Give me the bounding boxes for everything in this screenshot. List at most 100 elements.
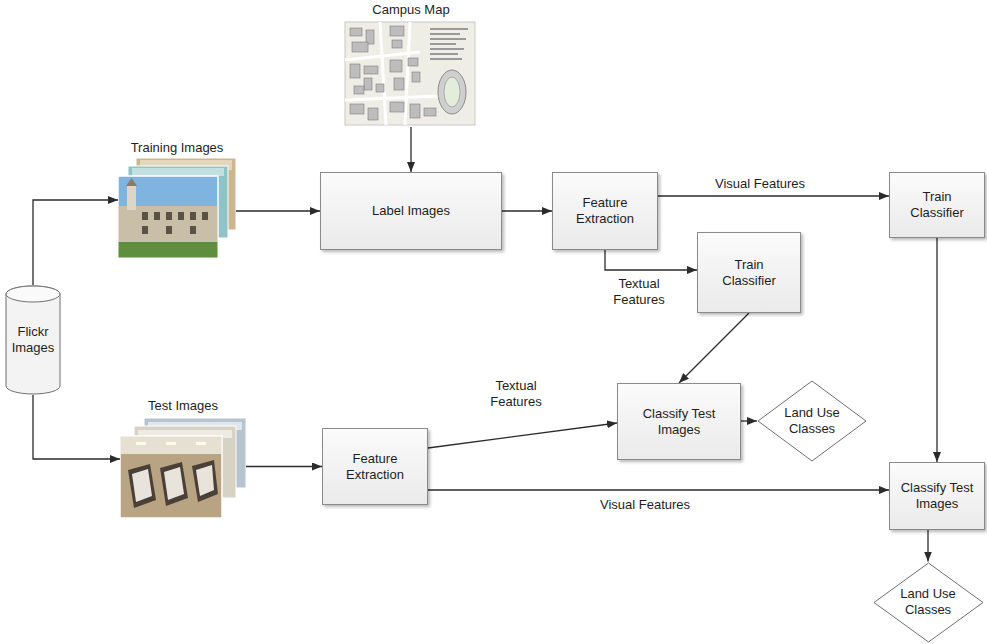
connector-arrow: [927, 530, 928, 562]
process-box: Feature Extraction: [552, 172, 658, 250]
database-cylinder: Flickr Images: [5, 285, 61, 395]
connector-arrow: [428, 489, 889, 490]
campus-map-picture: [350, 64, 360, 78]
connector-arrow: [246, 466, 322, 467]
campus-map-picture: [412, 72, 420, 82]
campus-map-picture: [368, 108, 378, 120]
image-stack: Test Images: [120, 398, 246, 520]
campus-map-picture: [345, 22, 475, 125]
node-label: Label Images: [372, 203, 450, 219]
training-image-stack: [132, 168, 224, 176]
connector-arrow: [33, 200, 118, 285]
campus-map-picture: [364, 78, 372, 90]
edge-label: Textual Features: [606, 276, 672, 307]
connector-arrow: [605, 250, 697, 270]
test-image-stack: [120, 436, 222, 454]
node-label: Training Images: [131, 140, 224, 156]
test-image-stack: [166, 442, 176, 445]
connector-arrow: [428, 423, 617, 448]
process-box: Train Classifier: [889, 172, 985, 238]
training-image-stack: [166, 212, 172, 220]
test-image-stack: [196, 465, 214, 496]
process-box: Classify Test Images: [617, 383, 741, 460]
connector-arrow: [236, 210, 320, 211]
test-image-stack: [136, 442, 206, 445]
process-box: Feature Extraction: [322, 428, 428, 505]
image-stack: Training Images: [118, 140, 236, 260]
test-image-stack: [132, 465, 214, 502]
training-image-stack: [118, 206, 218, 242]
edge-label: Visual Features: [590, 497, 700, 513]
campus-map-picture: [430, 38, 466, 40]
connector-arrow: [679, 313, 749, 383]
connector-arrow: [741, 420, 757, 421]
campus-map-picture: [345, 22, 440, 125]
process-box: Classify Test Images: [889, 462, 985, 530]
process-box: Label Images: [320, 172, 502, 250]
training-image-stack: [190, 212, 196, 220]
campus-map-picture: [408, 58, 418, 66]
training-image-stack: [154, 212, 160, 220]
connector-arrow: [410, 127, 411, 172]
training-image-stack: [166, 226, 172, 234]
campus-map-picture: [350, 28, 362, 36]
campus-map-picture: [430, 28, 468, 60]
node-label: Test Images: [148, 398, 218, 414]
node-label: Classify Test Images: [626, 406, 732, 437]
campus-map-picture: [390, 26, 404, 36]
campus-map-picture: [345, 22, 475, 125]
training-image-stack: [126, 178, 137, 186]
node-label: Train Classifier: [706, 257, 792, 288]
training-image-stack: [142, 226, 148, 234]
node-label: Flickr Images: [9, 324, 57, 355]
edge-label: Visual Features: [705, 176, 815, 192]
training-image-stack: [118, 176, 218, 258]
test-image-stack: [120, 436, 222, 518]
training-image-stack: [178, 212, 184, 220]
campus-map-picture: [390, 102, 404, 112]
test-image-stack: [128, 464, 156, 508]
campus-map-picture: [350, 104, 364, 114]
diamond-outline: [874, 563, 983, 642]
campus-map-picture: [430, 43, 456, 45]
diamond-outline: [758, 381, 866, 461]
cylinder-outline: [6, 286, 60, 302]
campus-map-picture: [390, 60, 402, 72]
campus-map-picture: [352, 42, 368, 52]
campus-map-picture: [424, 108, 436, 116]
connector-arrow: [658, 195, 889, 196]
node-label: Land Use Classes: [897, 586, 959, 617]
training-image-stack: [118, 158, 236, 258]
test-image-stack: [192, 460, 218, 502]
test-image-stack: [136, 442, 146, 445]
test-image-stack: [120, 418, 246, 518]
campus-map-picture: [392, 40, 402, 48]
node-label: Feature Extraction: [559, 195, 651, 226]
output-diamond: Land Use Classes: [757, 380, 867, 462]
campus-map-picture: [444, 77, 460, 107]
campus-map-picture: [430, 33, 460, 35]
test-image-stack: [128, 460, 218, 508]
test-image-stack: [160, 462, 188, 506]
test-image-stack: [132, 469, 152, 502]
output-diamond: Land Use Classes: [873, 562, 984, 643]
campus-map-picture: [430, 53, 458, 55]
training-image-stack: [190, 226, 196, 234]
node-label: Campus Map: [372, 2, 449, 18]
node-label: Land Use Classes: [781, 405, 843, 436]
training-image-stack: [142, 212, 148, 220]
campus-map-picture: [350, 26, 436, 120]
campus-map-picture: [394, 78, 404, 90]
process-box: Train Classifier: [697, 232, 801, 313]
test-image-stack: [164, 467, 184, 500]
campus-map-picture: [438, 70, 466, 114]
edge-label: Textual Features: [478, 378, 554, 409]
connector-arrow: [33, 395, 120, 459]
campus-map-picture: [410, 104, 420, 118]
campus-map-picture: [364, 66, 378, 74]
training-image-stack: [127, 186, 136, 210]
test-image-stack: [196, 442, 206, 445]
connector-arrow: [936, 238, 937, 462]
node-label: Train Classifier: [896, 189, 978, 220]
